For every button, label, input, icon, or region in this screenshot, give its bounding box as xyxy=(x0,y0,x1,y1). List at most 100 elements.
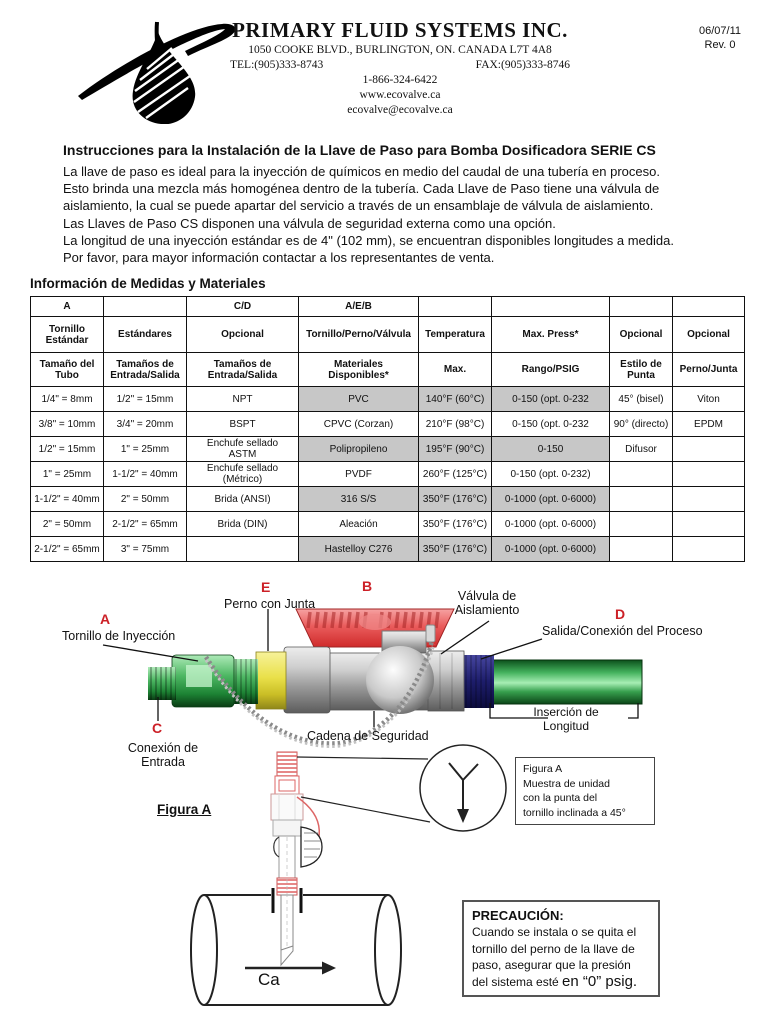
table-cell: 1/2" = 15mm xyxy=(30,436,104,462)
table-cell: 3" = 75mm xyxy=(103,536,187,562)
table-cell: Brida (DIN) xyxy=(186,511,299,537)
table-cell: PVC xyxy=(298,386,419,412)
table-cell: 350°F (176°C) xyxy=(418,511,492,537)
label-injection-screw: Tornillo de Inyección xyxy=(62,629,176,643)
leader-lines xyxy=(102,609,543,727)
letterhead: PRIMARY FLUID SYSTEMS INC. 1050 COOKE BL… xyxy=(190,18,610,118)
table-header-cell: Tamaños de Entrada/Salida xyxy=(186,352,299,387)
table-cell: 140°F (60°C) xyxy=(418,386,492,412)
safety-chain-graphic xyxy=(204,624,436,748)
callout-letter-c: C xyxy=(152,720,163,736)
section-heading: Información de Medidas y Materiales xyxy=(30,276,266,291)
label-insertion-length: Inserción de Longitud xyxy=(533,705,599,733)
table-cell: Enchufe sellado (Métrico) xyxy=(186,461,299,487)
table-header-cell: Opcional xyxy=(672,316,745,353)
table-cell: Viton xyxy=(672,386,745,412)
table-header-cell xyxy=(491,296,610,317)
table-header-cell: Estilo de Punta xyxy=(609,352,673,387)
table-cell xyxy=(672,536,745,562)
table-cell: 0-150 (opt. 0-232) xyxy=(491,461,610,487)
label-process-outlet: Salida/Conexión del Proceso xyxy=(542,624,703,638)
table-cell xyxy=(609,536,673,562)
table-cell xyxy=(672,486,745,512)
intro-paragraph-2: La longitud de una inyección estándar es… xyxy=(63,232,674,266)
company-address: 1050 COOKE BLVD., BURLINGTON, ON. CANADA… xyxy=(248,44,552,56)
table-cell: 195°F (90°C) xyxy=(418,436,492,462)
company-name: PRIMARY FLUID SYSTEMS INC. xyxy=(232,18,568,42)
table-cell: 0-150 (opt. 0-232 xyxy=(491,411,610,437)
label-bolt-gasket: Perno con Junta xyxy=(224,597,316,611)
table-header-cell xyxy=(609,296,673,317)
table-cell: CPVC (Corzan) xyxy=(298,411,419,437)
table-header-cell: Tornillo Estándar xyxy=(30,316,104,353)
callout-letter-b: B xyxy=(362,578,373,594)
table-header-cell: Opcional xyxy=(186,316,299,353)
table-cell: 210°F (98°C) xyxy=(418,411,492,437)
callout-letter-e: E xyxy=(261,579,271,595)
table-header-cell xyxy=(672,296,745,317)
label-safety-chain: Cadena de Seguridad xyxy=(307,729,429,743)
callout-letter-a: A xyxy=(100,611,111,627)
table-cell: 1-1/2" = 40mm xyxy=(103,461,187,487)
process-pipe-graphic xyxy=(491,659,643,705)
table-cell: 90° (directo) xyxy=(609,411,673,437)
table-cell: 350°F (176°C) xyxy=(418,486,492,512)
caution-body: Cuando se instala o se quita el tornillo… xyxy=(472,925,637,989)
doc-date: 06/07/11 xyxy=(698,25,741,37)
company-email: ecovalve@ecovalve.ca xyxy=(347,104,453,116)
valve-assembly-diagram xyxy=(102,608,643,1006)
table-cell: Aleación xyxy=(298,511,419,537)
tip-detail-callout xyxy=(296,744,507,832)
company-website: www.ecovalve.ca xyxy=(359,89,441,101)
table-cell: 1" = 25mm xyxy=(30,461,104,487)
table-header-cell: Materiales Disponibles* xyxy=(298,352,419,387)
table-header-cell: Tamaño del Tubo xyxy=(30,352,104,387)
table-cell: 0-150 (opt. 0-232 xyxy=(491,386,610,412)
tel-fax-line: TEL:(905)333-8743 FAX:(905)333-8746 xyxy=(230,58,570,73)
table-cell: 260°F (125°C) xyxy=(418,461,492,487)
table-cell: 1-1/2" = 40mm xyxy=(30,486,104,512)
table-header-cell: Tamaños de Entrada/Salida xyxy=(103,352,187,387)
injection-screw-graphic xyxy=(148,654,258,708)
table-header-cell: Opcional xyxy=(609,316,673,353)
table-cell: 1/4" = 8mm xyxy=(30,386,104,412)
table-cell xyxy=(672,511,745,537)
table-cell: 350°F (176°C) xyxy=(418,536,492,562)
table-header-cell: Temperatura xyxy=(418,316,492,353)
intro-text: La llave de paso es ideal para la inyecc… xyxy=(63,163,675,266)
table-cell: Polipropileno xyxy=(298,436,419,462)
table-cell: 0-1000 (opt. 0-6000) xyxy=(491,536,610,562)
company-logo-drop-icon xyxy=(78,21,236,124)
table-cell: 0-150 xyxy=(491,436,610,462)
caution-box: PRECAUCIÓN: Cuando se instala o se quita… xyxy=(462,900,660,997)
table-cell: NPT xyxy=(186,386,299,412)
caution-text: Cuando se instala o se quita el tornillo… xyxy=(472,924,650,990)
table-cell: 2" = 50mm xyxy=(103,486,187,512)
label-inlet-connection: Conexión de Entrada xyxy=(127,741,199,769)
label-isolation-valve: Válvula de Aislamiento xyxy=(454,589,520,617)
table-cell: 0-1000 (opt. 0-6000) xyxy=(491,511,610,537)
table-cell: Hastelloy C276 xyxy=(298,536,419,562)
caution-title: PRECAUCIÓN: xyxy=(472,908,564,923)
table-header-cell xyxy=(103,296,187,317)
table-header-cell: Perno/Junta xyxy=(672,352,745,387)
table-cell: 3/4" = 20mm xyxy=(103,411,187,437)
table-cell: Enchufe sellado ASTM xyxy=(186,436,299,462)
table-cell xyxy=(609,486,673,512)
table-cell: Difusor xyxy=(609,436,673,462)
table-cell xyxy=(609,461,673,487)
table-cell xyxy=(672,436,745,462)
table-header-cell: Tornillo/Perno/Válvula xyxy=(298,316,419,353)
figura-a-heading: Figura A xyxy=(157,802,212,817)
table-cell: 2" = 50mm xyxy=(30,511,104,537)
outlet-collar-graphic xyxy=(460,655,494,708)
table-cell: 45° (bisel) xyxy=(609,386,673,412)
caution-emphasis: en “0” psig. xyxy=(562,972,638,990)
flow-arrow-icon xyxy=(245,961,336,975)
table-cell xyxy=(186,536,299,562)
table-cell: Brida (ANSI) xyxy=(186,486,299,512)
page-title: Instrucciones para la Instalación de la … xyxy=(63,142,656,158)
table-header-cell: A xyxy=(30,296,104,317)
table-cell: 1/2" = 15mm xyxy=(103,386,187,412)
